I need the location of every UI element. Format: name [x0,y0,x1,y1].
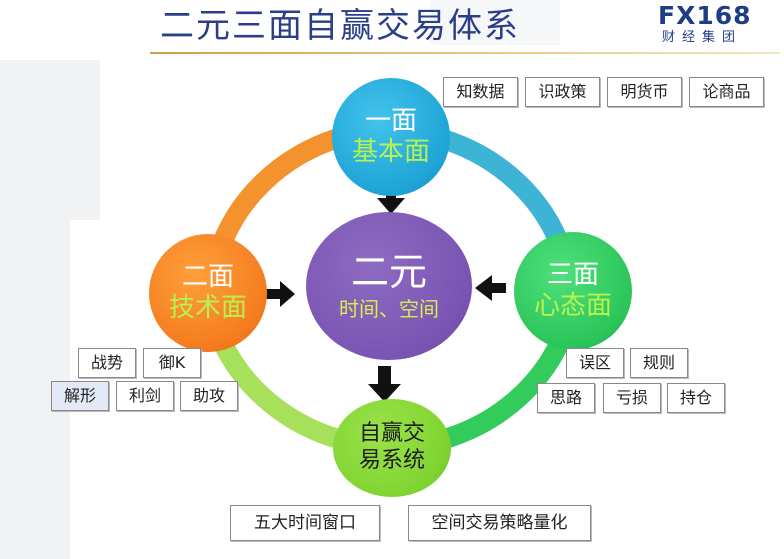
tag-rules: 规则 [630,348,688,378]
center-label: 时间、空间 [339,297,439,321]
background-shape [70,60,100,220]
center-heading: 二元 [350,250,427,294]
tag-sword: 利剑 [116,381,174,411]
system-label-line2: 易系统 [358,448,425,473]
page-title: 二元三面自赢交易体系 [160,6,520,46]
technical-circle: 二面 技术面 [149,234,267,352]
tag-pattern: 解形 [51,381,109,411]
background-shape [0,60,70,559]
tag-misconception: 误区 [566,348,624,378]
technical-heading: 二面 [181,262,234,292]
tag-loss: 亏损 [603,383,661,413]
tag-time-windows: 五大时间窗口 [230,505,380,541]
fundamental-heading: 一面 [364,106,417,136]
title-underline [150,52,780,54]
tag-position: 持仓 [667,383,725,413]
background-shape [430,0,560,45]
center-circle: 二元 时间、空间 [306,212,472,360]
arrow-right-from-left [262,281,295,307]
tag-thinking: 思路 [537,383,595,413]
mental-label: 心态面 [533,291,612,321]
arrow-left-from-right [475,275,506,301]
tag-currency: 明货币 [607,77,682,107]
tag-candlestick: 御K [143,348,201,378]
system-label-line1: 自赢交 [358,421,425,446]
tag-commodity: 论商品 [689,77,764,107]
ring-segment-left-top [208,128,348,265]
ring-segment-top-right [436,130,572,260]
ring-segment-right-bottom [438,325,573,448]
ring-segment-left-bottom [208,322,345,448]
logo-subtext: 财经集团 [662,30,743,45]
logo-text: FX168 [658,1,752,30]
company-logo: FX168 财经集团 [658,2,768,50]
system-circle: 自赢交 易系统 [333,399,451,497]
tag-space-strategy: 空间交易策略量化 [408,505,591,541]
technical-label: 技术面 [168,293,247,323]
tag-trend: 战势 [78,348,136,378]
tag-policy: 识政策 [525,77,600,107]
tag-know-data: 知数据 [443,77,518,107]
mental-circle: 三面 心态面 [514,232,632,350]
fundamental-circle: 一面 基本面 [332,78,450,196]
fundamental-label: 基本面 [351,137,430,167]
mental-heading: 三面 [546,260,599,290]
tag-assist: 助攻 [180,381,238,411]
arrow-down-to-bottom [368,366,401,402]
